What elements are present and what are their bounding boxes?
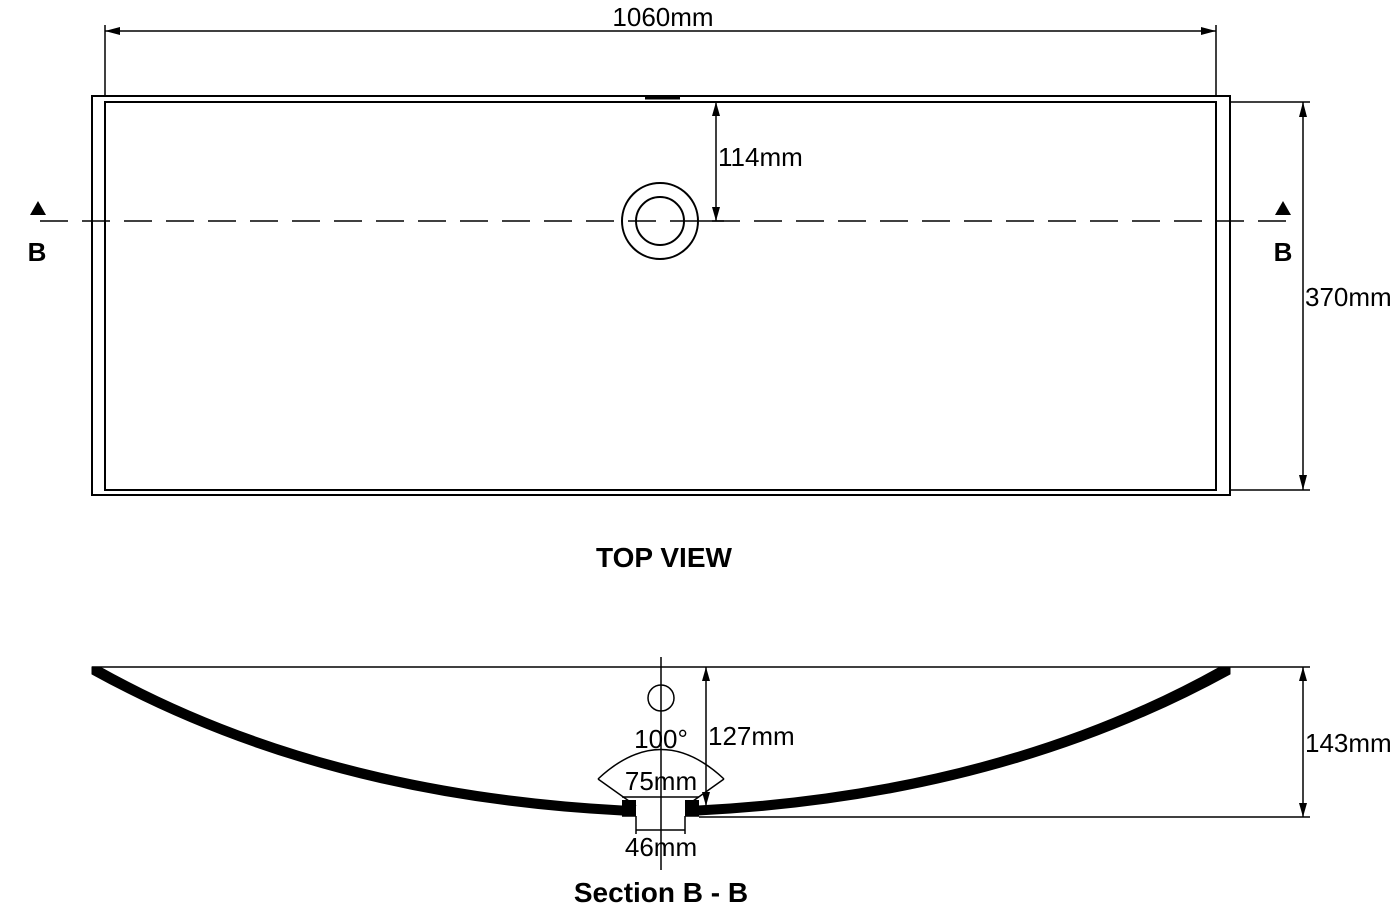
- drain-offset-label: 114mm: [718, 142, 803, 172]
- drain-height-label: 127mm: [708, 721, 795, 751]
- section-marker-left-arrow: [30, 201, 46, 215]
- width-dimension-label: 1060mm: [612, 2, 713, 32]
- centerline-symbol: [647, 684, 675, 712]
- basin-inner-outline: [104, 101, 1217, 491]
- width-arrow-right: [1201, 27, 1216, 35]
- basin-outer-outline: [91, 95, 1231, 496]
- basin-wall-left: [91, 666, 623, 816]
- width-arrow-left: [105, 27, 120, 35]
- drain-left-block: [622, 800, 636, 816]
- depth-arrow-top: [1299, 102, 1307, 117]
- drain-offset-arrow-bottom: [712, 207, 720, 221]
- drain-height-arrow-bottom: [702, 792, 710, 806]
- drain-top-label: 75mm: [625, 766, 697, 796]
- section-view-title: Section B - B: [574, 877, 748, 908]
- drain-height-arrow-top: [702, 667, 710, 681]
- total-height-arrow-top: [1299, 667, 1307, 681]
- section-marker-right-label: B: [1274, 237, 1293, 267]
- top-view-title: TOP VIEW: [596, 542, 732, 573]
- section-marker-right-arrow: [1275, 201, 1291, 215]
- depth-dimension-label: 370mm: [1305, 282, 1392, 312]
- total-height-label: 143mm: [1305, 728, 1392, 758]
- angle-leg-left: [597, 778, 637, 807]
- depth-arrow-bottom: [1299, 475, 1307, 490]
- angle-arc: [597, 748, 725, 780]
- angle-label: 100°: [634, 724, 688, 754]
- drain-offset-arrow-top: [712, 102, 720, 116]
- top-view: [30, 25, 1310, 496]
- section-view: [91, 657, 1310, 870]
- section-marker-left-label: B: [28, 237, 47, 267]
- drain-bottom-label: 46mm: [625, 832, 697, 862]
- total-height-arrow-bottom: [1299, 803, 1307, 817]
